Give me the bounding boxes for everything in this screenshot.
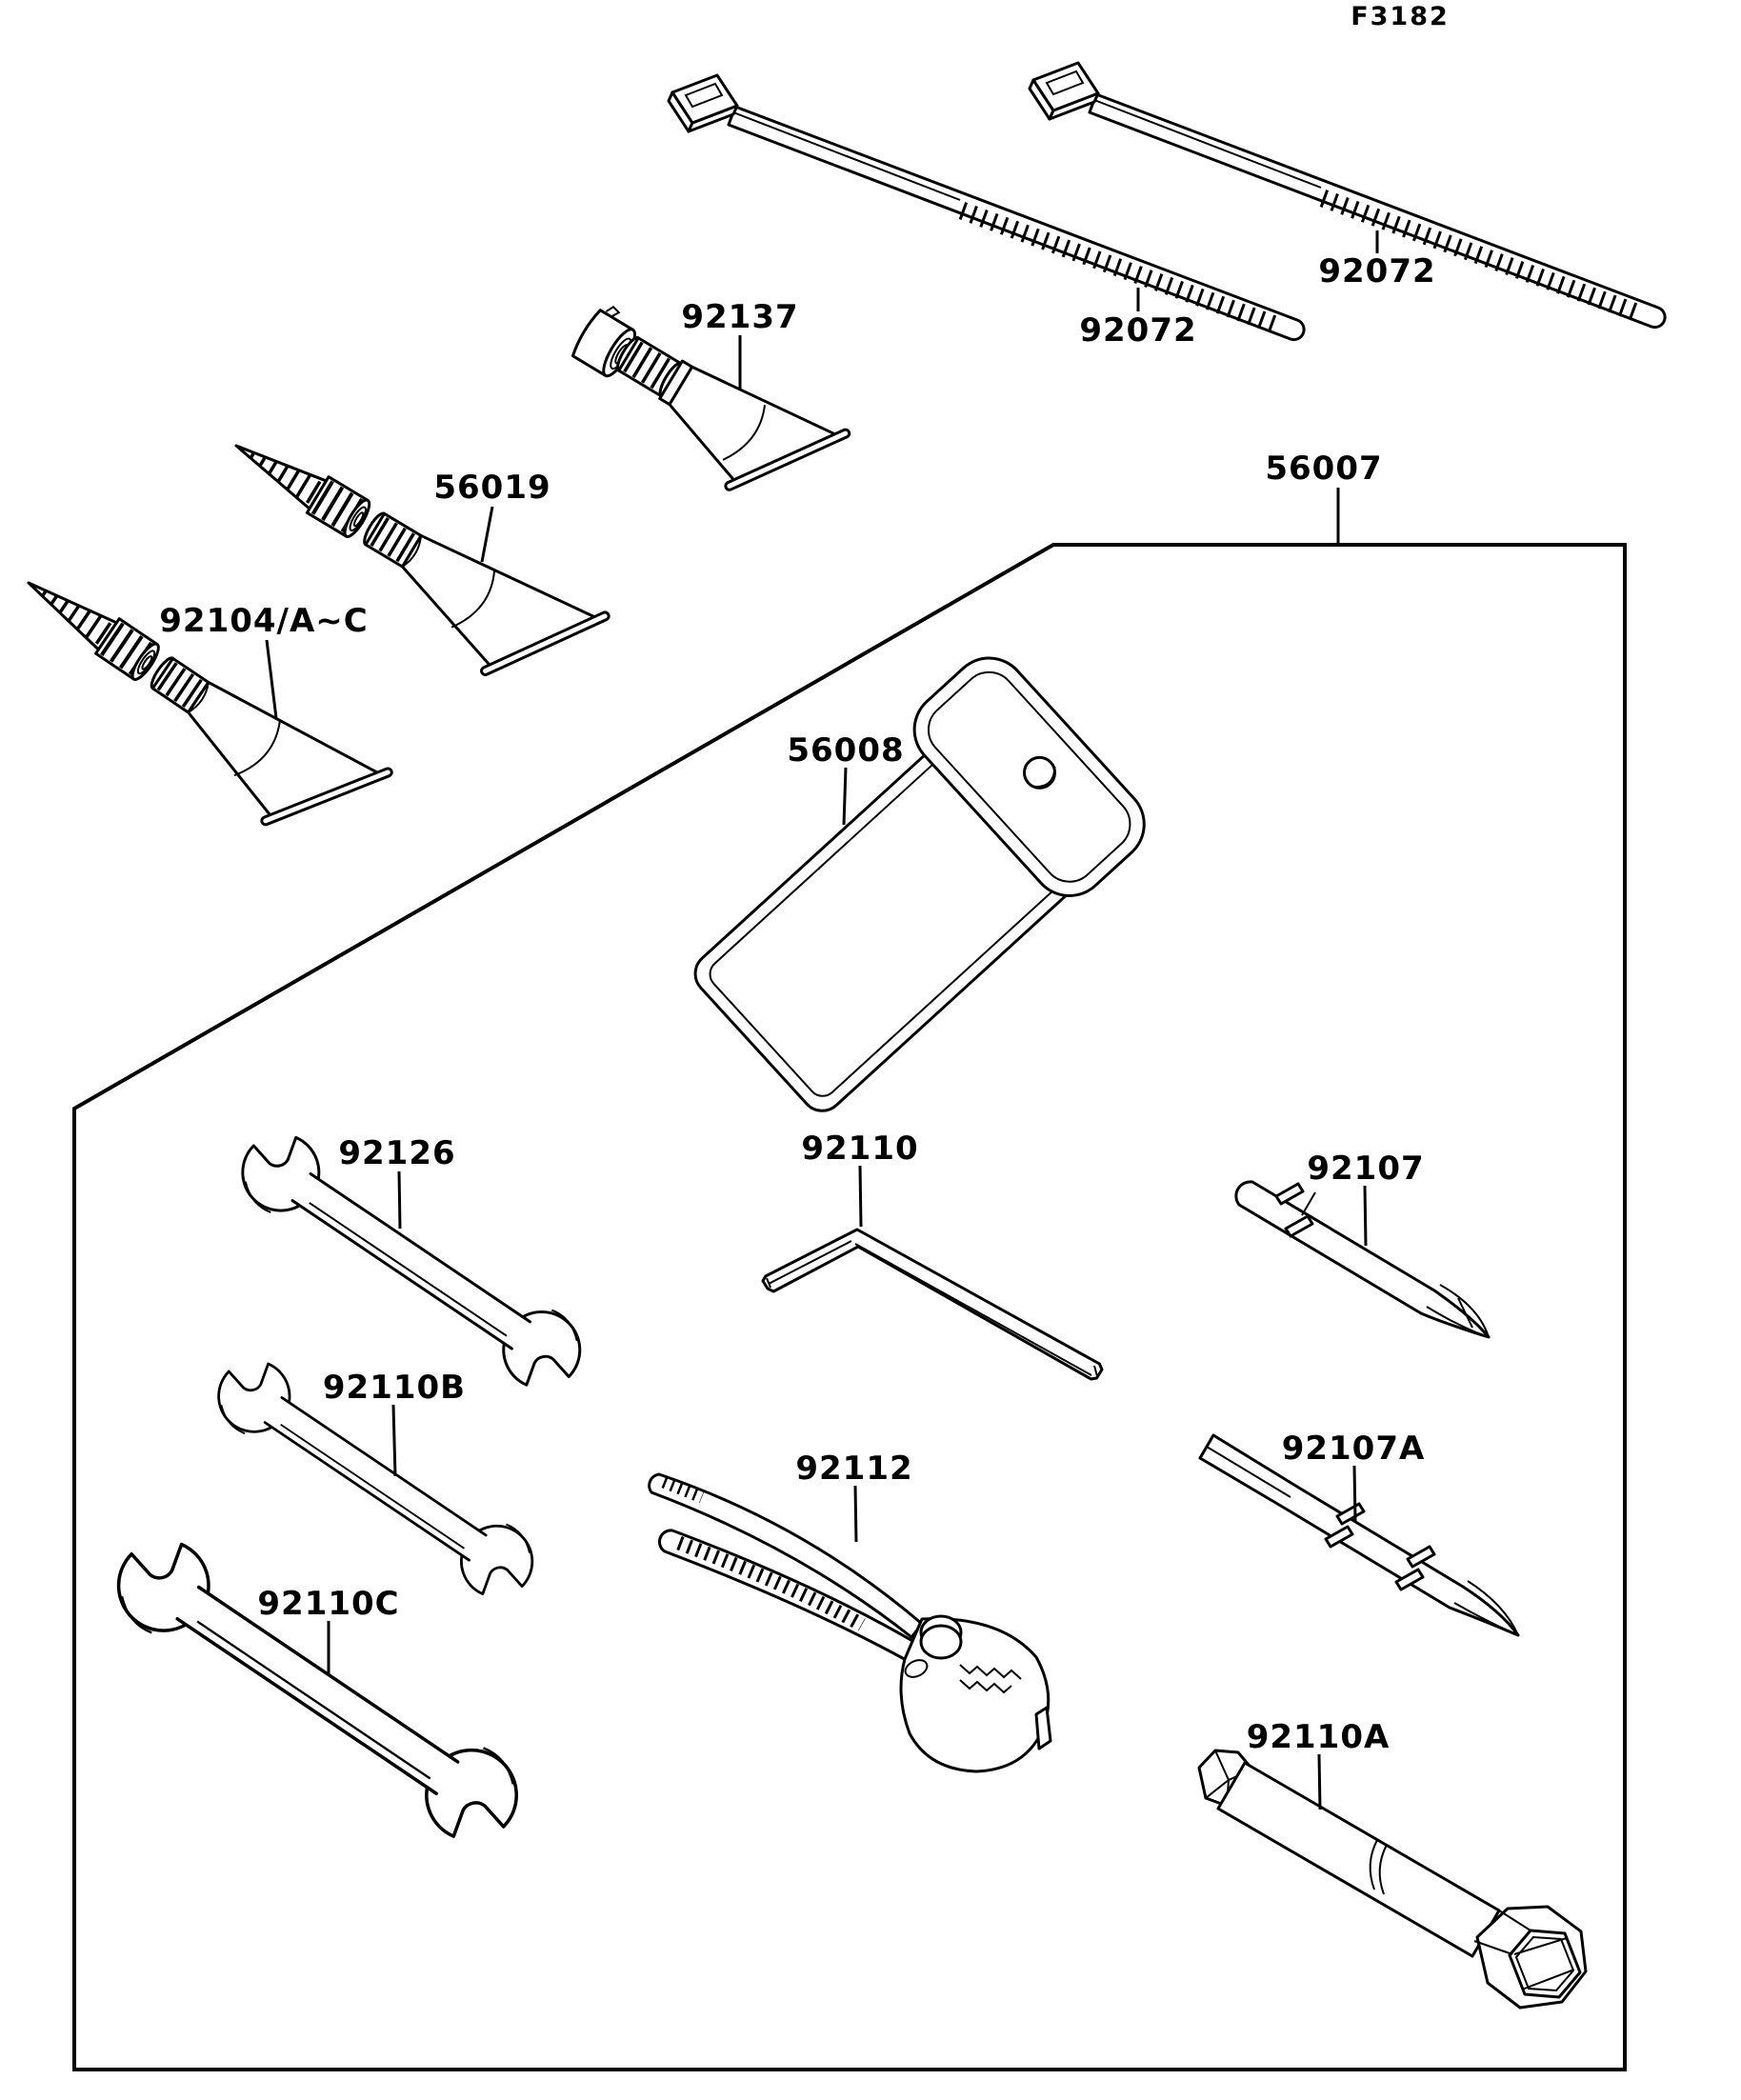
part-label-56007: 56007 — [1265, 450, 1382, 488]
part-label-92110b: 92110B — [323, 1369, 466, 1407]
leader-92110 — [858, 1165, 863, 1228]
part-label-92137: 92137 — [681, 298, 798, 336]
leader-92104 — [265, 639, 278, 719]
tube-92137-art — [570, 306, 851, 491]
tool-pouch-art — [693, 656, 1146, 1112]
leader-56019 — [480, 506, 494, 563]
leader-92110a — [1317, 1753, 1322, 1810]
part-label-92072-left: 92072 — [1079, 311, 1196, 350]
leader-92112 — [853, 1485, 858, 1543]
part-label-92112: 92112 — [795, 1450, 912, 1488]
pliers-art — [648, 1472, 1052, 1773]
hex-key-art — [761, 1228, 1104, 1381]
leader-92126 — [397, 1170, 402, 1230]
part-label-92110a: 92110A — [1247, 1718, 1391, 1756]
part-label-92107a: 92107A — [1282, 1430, 1426, 1468]
tool-case-outline — [72, 543, 1627, 2071]
leader-92107 — [1363, 1185, 1368, 1247]
phillips-driver-art — [1234, 1180, 1491, 1339]
figure-code: F3182 — [1351, 2, 1450, 31]
leader-56008 — [842, 767, 848, 826]
leader-92107a — [1352, 1465, 1357, 1522]
plug-wrench-art — [1197, 1749, 1588, 2010]
part-label-92104: 92104/A~C — [159, 602, 368, 640]
tube-56019-art — [203, 409, 605, 710]
double-end-driver-art — [1198, 1433, 1520, 1637]
part-label-92126: 92126 — [338, 1134, 455, 1172]
leader-92110b — [391, 1404, 397, 1477]
part-label-56008: 56008 — [787, 731, 904, 770]
part-label-92107: 92107 — [1307, 1150, 1424, 1188]
part-label-56019: 56019 — [433, 469, 550, 507]
part-label-92072-right: 92072 — [1318, 252, 1435, 290]
part-label-92110c: 92110C — [257, 1585, 399, 1623]
part-label-92110: 92110 — [801, 1130, 918, 1168]
tube-92104-art — [0, 547, 388, 863]
